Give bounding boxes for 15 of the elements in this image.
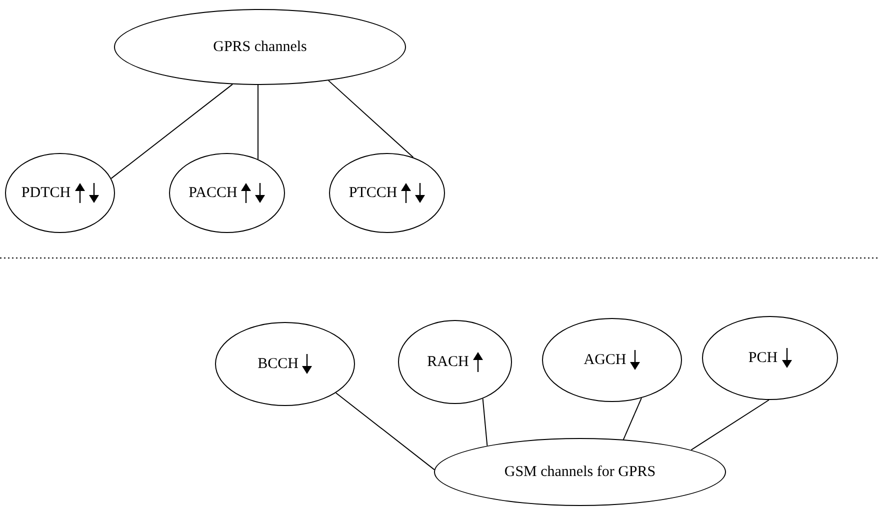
channel-label: BCCH [258,356,298,372]
channel-label: RACH [427,354,469,370]
connector-line [622,398,642,440]
connector-line [335,392,435,470]
channel-label: PCH [748,350,778,366]
channel-label: PACCH [188,184,238,202]
channel-label: PTCCH [348,184,398,202]
connector-line [482,398,488,446]
connector-line [690,400,770,450]
connector-line [110,84,233,179]
channel-label: GPRS channels [213,38,307,56]
channel-label: GSM channels for GPRS [504,464,656,480]
connector-line [328,80,414,158]
channel-label: PDTCH [21,184,71,202]
channel-label: AGCH [584,352,626,368]
